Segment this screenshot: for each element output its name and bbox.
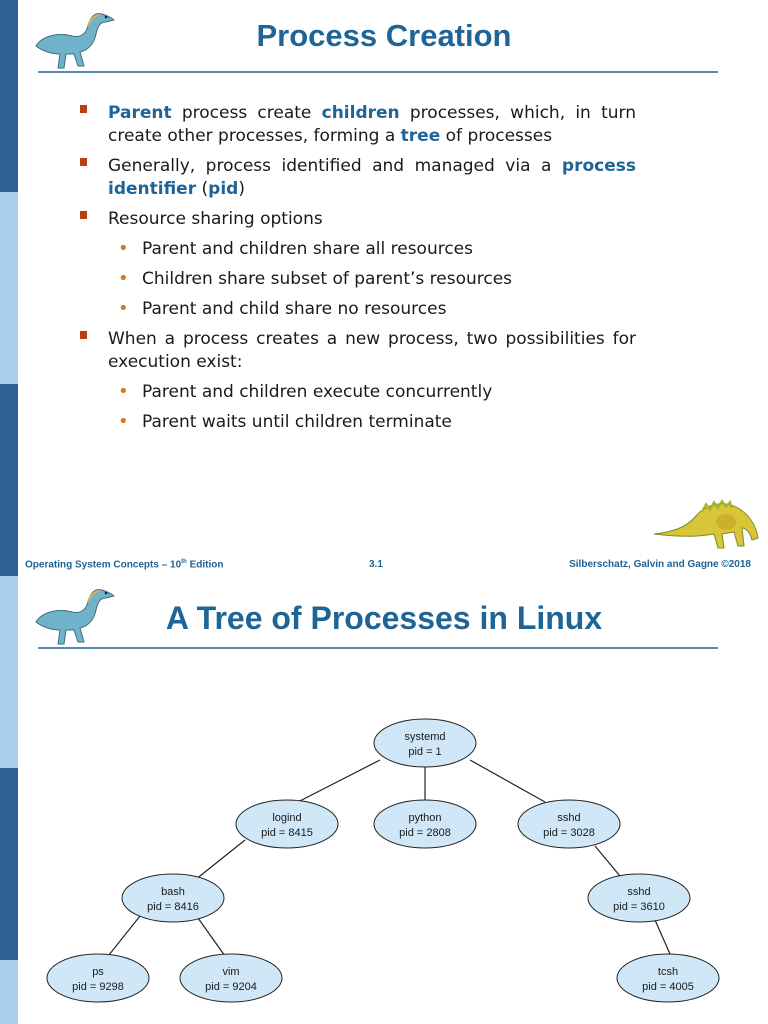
footer-left: Operating System Concepts – 10th Edition — [25, 559, 224, 570]
node-name: bash — [161, 886, 185, 898]
tree-node — [518, 800, 620, 848]
tree-node — [180, 954, 282, 1002]
tree-edge — [195, 840, 245, 880]
tree-node — [588, 874, 690, 922]
node-pid: pid = 8415 — [261, 827, 313, 839]
tree-node — [617, 954, 719, 1002]
node-name: python — [408, 812, 441, 824]
node-pid: pid = 2808 — [399, 827, 451, 839]
page-title: Process Creation — [0, 18, 768, 54]
node-name: vim — [222, 966, 239, 978]
node-name: sshd — [627, 886, 650, 898]
dinosaur-icon — [652, 494, 762, 554]
node-pid: pid = 9204 — [205, 981, 257, 993]
square-bullet-icon — [80, 331, 87, 339]
bullet-list: Parent process create children processes… — [80, 102, 636, 441]
list-item: Generally, process identified and manage… — [80, 155, 636, 201]
node-pid: pid = 3610 — [613, 901, 665, 913]
tree-edge — [655, 920, 670, 954]
node-pid: pid = 8416 — [147, 901, 199, 913]
list-item: When a process creates a new process, tw… — [80, 328, 636, 374]
tree-node — [236, 800, 338, 848]
dot-bullet-icon: • — [118, 380, 129, 403]
slide-process-tree: A Tree of Processes in Linux systemd — [0, 576, 768, 1024]
tree-edge — [290, 760, 380, 806]
tree-edge — [595, 846, 620, 876]
dot-bullet-icon: • — [118, 237, 129, 260]
square-bullet-icon — [80, 158, 87, 166]
square-bullet-icon — [80, 211, 87, 219]
list-item: Resource sharing options — [80, 208, 636, 231]
tree-edge — [105, 916, 140, 960]
tree-node — [374, 719, 476, 767]
list-item: Parent process create children processes… — [80, 102, 636, 148]
tree-edge — [198, 918, 225, 956]
footer-page-number: 3.1 — [369, 559, 383, 570]
dot-bullet-icon: • — [118, 297, 129, 320]
square-bullet-icon — [80, 105, 87, 113]
node-name: tcsh — [658, 966, 678, 978]
sidebar-stripe — [0, 0, 18, 576]
dot-bullet-icon: • — [118, 267, 129, 290]
tree-node — [374, 800, 476, 848]
node-name: ps — [92, 966, 104, 978]
process-tree-diagram: systemd pid = 1 logind pid = 8415 python… — [0, 576, 768, 1024]
tree-edge — [470, 760, 545, 802]
sub-list-item: •Parent waits until children terminate — [80, 411, 636, 434]
title-divider — [38, 71, 718, 73]
node-pid: pid = 4005 — [642, 981, 694, 993]
slide-process-creation: Process Creation Parent process create c… — [0, 0, 768, 576]
node-name: systemd — [405, 731, 446, 743]
dot-bullet-icon: • — [118, 410, 129, 433]
node-pid: pid = 9298 — [72, 981, 124, 993]
sub-list-item: •Children share subset of parent’s resou… — [80, 268, 636, 291]
footer-right: Silberschatz, Galvin and Gagne ©2018 — [569, 559, 751, 570]
tree-node — [122, 874, 224, 922]
sub-list-item: •Parent and children execute concurrentl… — [80, 381, 636, 404]
sub-list-item: •Parent and children share all resources — [80, 238, 636, 261]
node-pid: pid = 1 — [408, 746, 441, 758]
node-name: sshd — [557, 812, 580, 824]
node-name: logind — [272, 812, 301, 824]
tree-node — [47, 954, 149, 1002]
sub-list-item: •Parent and child share no resources — [80, 298, 636, 321]
node-pid: pid = 3028 — [543, 827, 595, 839]
